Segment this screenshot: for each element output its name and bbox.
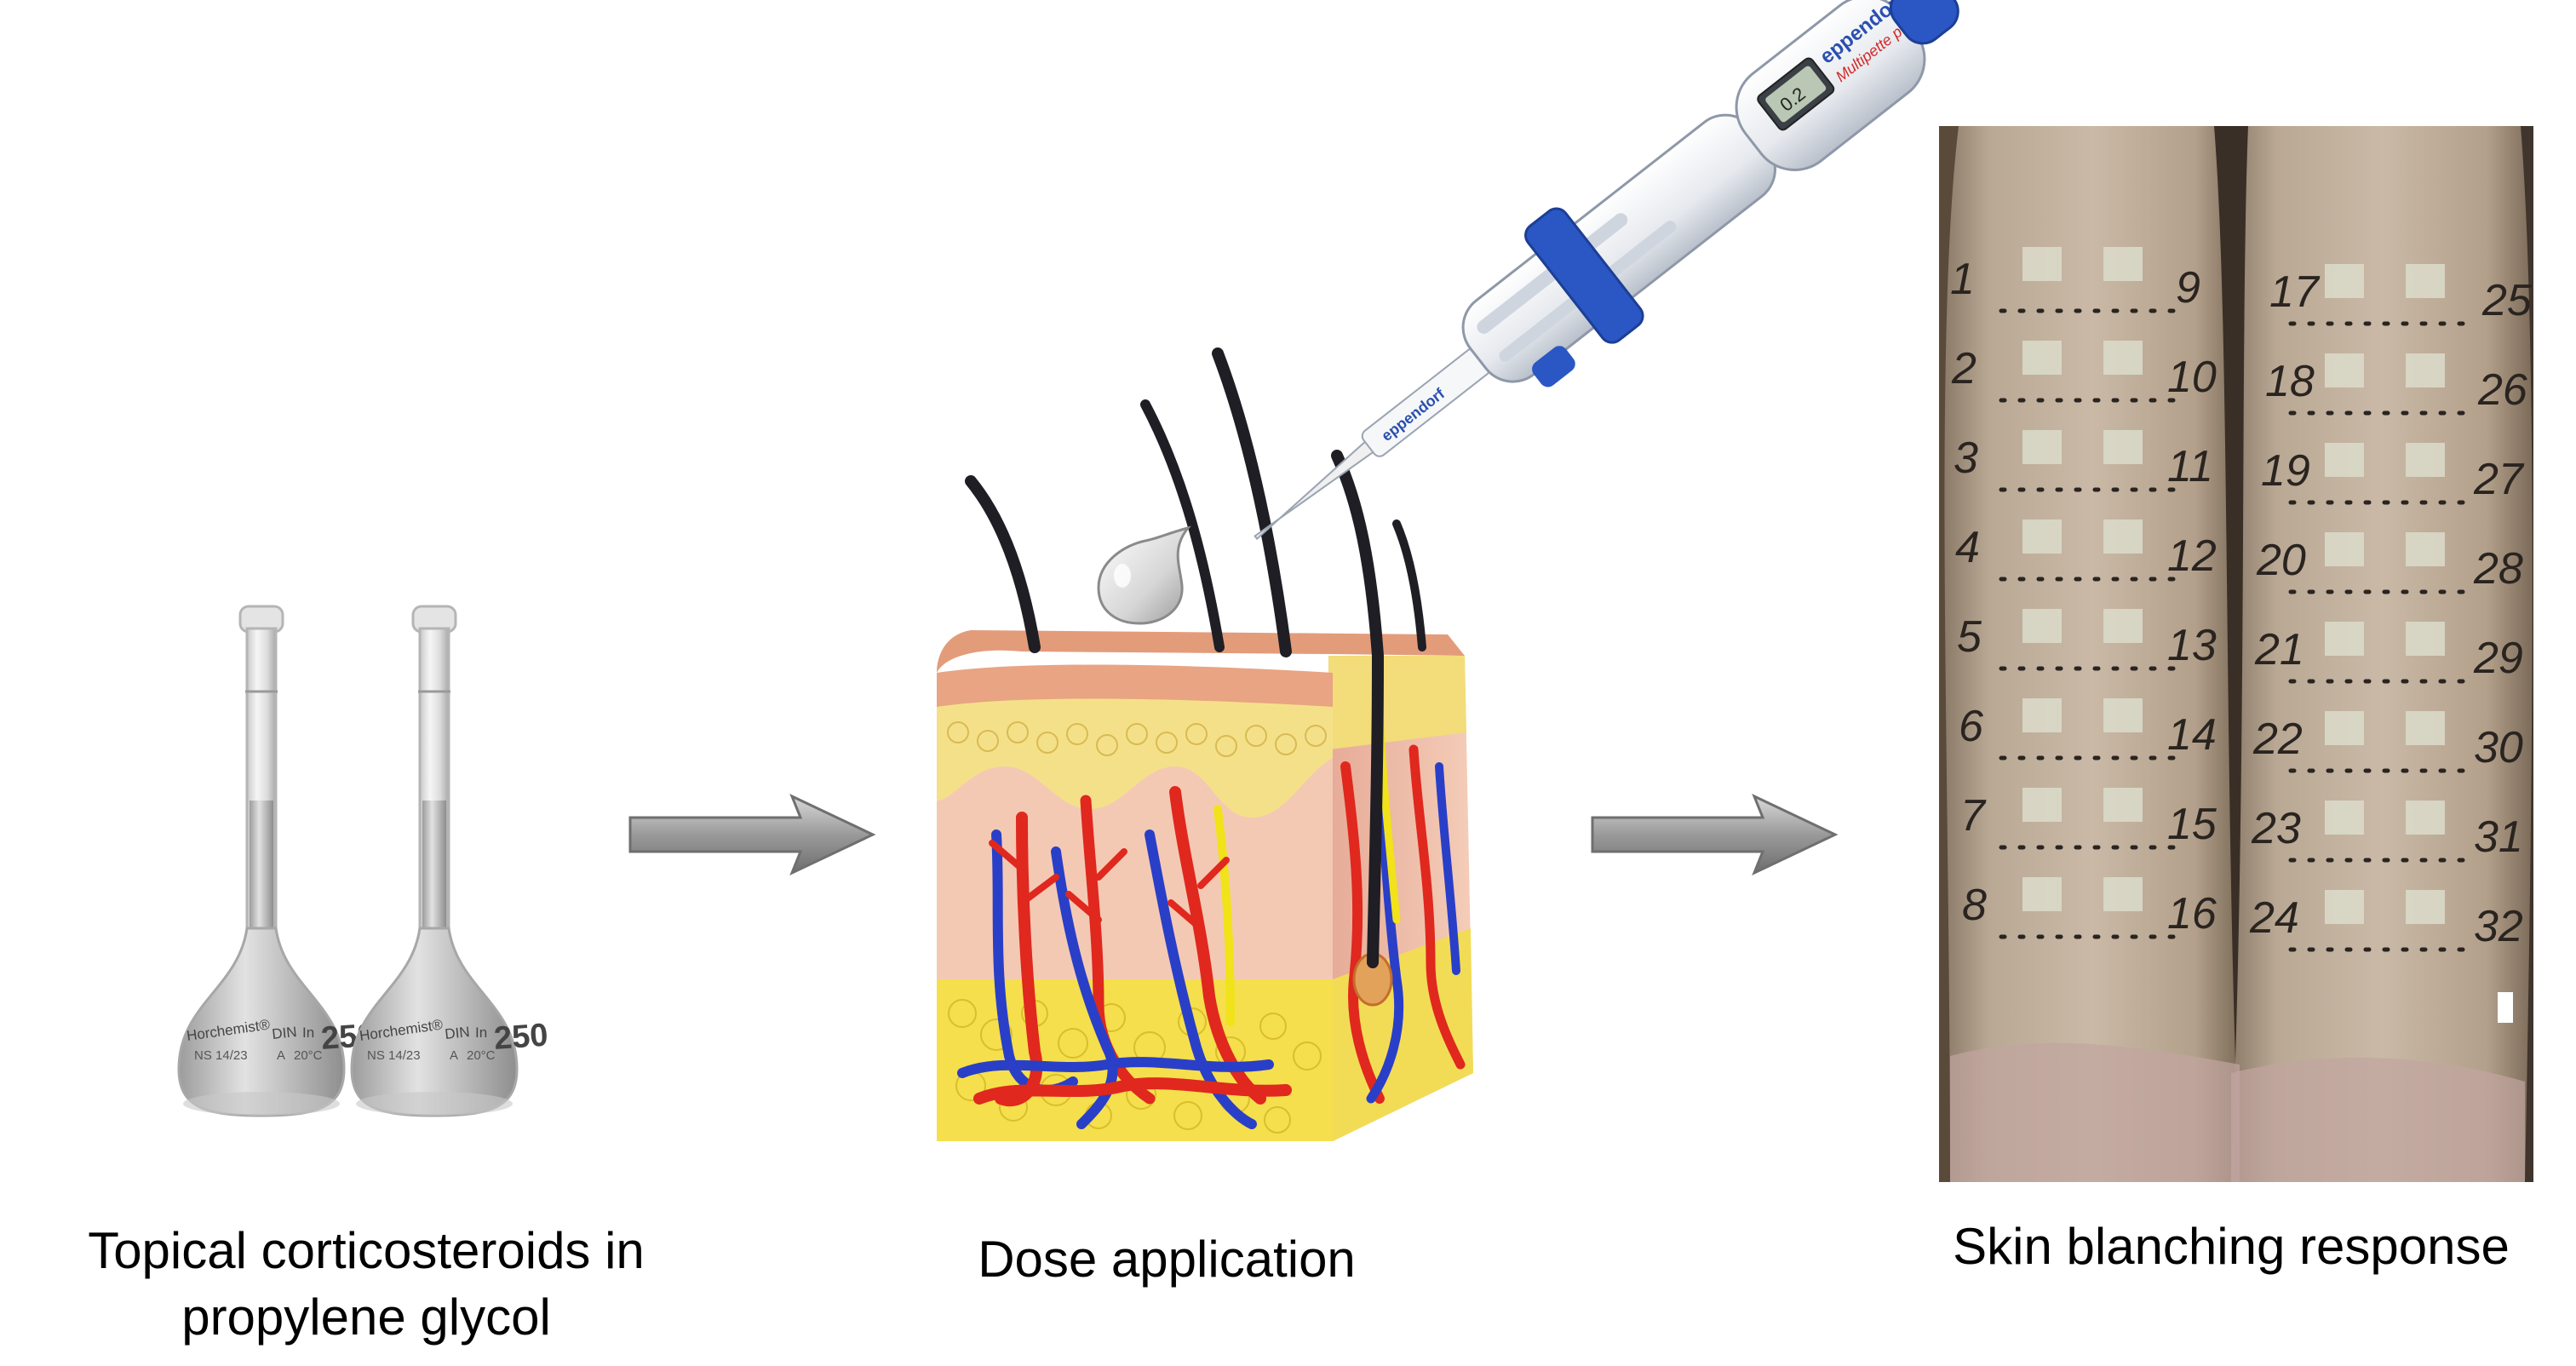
- svg-text:20°C: 20°C: [467, 1048, 496, 1063]
- multipette-pipette: eppendorf 0.2 eppendorf Multipette plus: [1254, 0, 1959, 541]
- forearm-numbers: 1 2 3 4 5 6 7 8 9 10 11 12 13 14 15 16 1…: [1950, 255, 2533, 951]
- arm-number: 16: [2167, 889, 2217, 938]
- caption-topical-corticosteroids: Topical corticosteroids in propylene gly…: [0, 1218, 732, 1351]
- svg-text:In: In: [475, 1024, 487, 1041]
- svg-text:In: In: [302, 1024, 314, 1041]
- dotted-lines: [1999, 308, 2481, 952]
- hairs: [965, 347, 1426, 968]
- arm-number: 8: [1962, 881, 1987, 930]
- arm-number: 6: [1959, 702, 1983, 751]
- blood-vessels: [957, 660, 1466, 1129]
- arm-number: 22: [2252, 715, 2303, 764]
- arm-number: 17: [2269, 267, 2321, 317]
- svg-text:A: A: [450, 1048, 458, 1063]
- arm-number: 4: [1955, 523, 1980, 572]
- arm-number: 21: [2254, 625, 2304, 674]
- drop: [1097, 525, 1191, 625]
- caption-line-2: propylene glycol: [181, 1289, 551, 1346]
- caption-dose-application: Dose application: [978, 1231, 1356, 1288]
- arm-number: 12: [2167, 531, 2217, 581]
- arm-number: 10: [2167, 353, 2217, 402]
- caption-skin-blanching-response: Skin blanching response: [1953, 1218, 2510, 1275]
- flask-right: Horchemist® DIN In 250 NS 14/23 A 20°C: [350, 605, 549, 1117]
- arm-number: 9: [2176, 263, 2200, 313]
- forearm-photo: 1 2 3 4 5 6 7 8 9 10 11 12 13 14 15 16 1…: [1939, 126, 2533, 1182]
- arm-number: 5: [1957, 612, 1982, 662]
- arm-number: 19: [2261, 446, 2310, 496]
- volumetric-flasks: Horchemist® DIN In 250 NS 14/23 A 20°C H…: [177, 605, 549, 1117]
- svg-text:A: A: [277, 1048, 285, 1063]
- arm-number: 29: [2473, 634, 2523, 683]
- flask-left: Horchemist® DIN In 250 NS 14/23 A 20°C: [177, 605, 376, 1117]
- svg-text:NS 14/23: NS 14/23: [367, 1048, 421, 1063]
- arm-number: 18: [2265, 357, 2315, 406]
- arm-number: 32: [2474, 902, 2523, 951]
- svg-text:DIN: DIN: [271, 1024, 297, 1042]
- arm-number: 23: [2251, 804, 2301, 853]
- svg-text:NS 14/23: NS 14/23: [194, 1048, 248, 1063]
- arm-number: 11: [2167, 442, 2213, 491]
- epidermis-cells: [947, 721, 1327, 757]
- caption-line-1: Topical corticosteroids in: [88, 1222, 645, 1279]
- arrow-step2-to-step3: [1591, 794, 1839, 875]
- svg-text:DIN: DIN: [444, 1024, 470, 1042]
- arm-number: 15: [2167, 800, 2217, 849]
- arm-number: 26: [2477, 365, 2527, 415]
- arm-number: 28: [2473, 544, 2523, 594]
- arm-number: 25: [2481, 276, 2533, 325]
- arrow-step1-to-step2: [628, 794, 876, 875]
- svg-text:250: 250: [493, 1018, 549, 1057]
- arm-number: 30: [2474, 723, 2523, 772]
- arm-number: 7: [1960, 791, 1987, 841]
- arm-number: 14: [2167, 710, 2217, 760]
- arm-number: 27: [2473, 455, 2525, 504]
- arm-number: 31: [2474, 812, 2523, 862]
- arm-number: 1: [1950, 255, 1975, 304]
- arm-number: 20: [2256, 536, 2306, 585]
- arm-number: 2: [1951, 344, 1976, 393]
- arm-number: 13: [2167, 621, 2217, 670]
- svg-text:20°C: 20°C: [294, 1048, 323, 1063]
- arm-number: 3: [1954, 433, 1978, 483]
- blanched-squares: [2022, 247, 2445, 924]
- skin-cross-section: [937, 630, 1473, 1141]
- arm-number: 24: [2249, 893, 2299, 943]
